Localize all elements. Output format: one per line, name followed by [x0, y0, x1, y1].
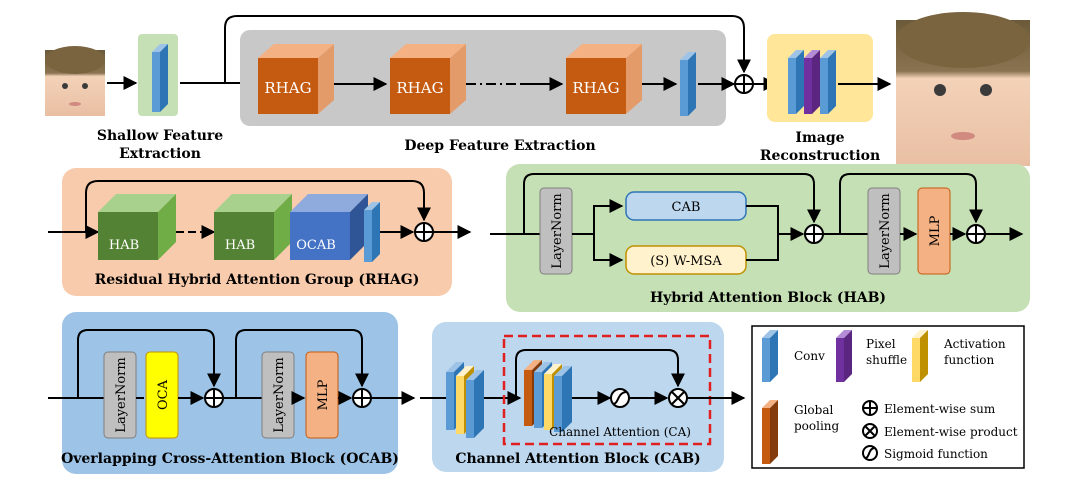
legend-sigmoid-icon: [862, 445, 878, 461]
hab-block-1: HAB: [98, 194, 176, 260]
element-wise-sum-icon: [204, 388, 224, 408]
legend-product-icon: [862, 423, 878, 439]
hab-block-2: HAB: [214, 194, 292, 260]
element-wise-sum-icon: [966, 224, 986, 244]
pixel-shuffle-layer: [804, 50, 820, 114]
conv-layer: [466, 370, 484, 438]
recon-label-1: Image: [795, 130, 844, 146]
rhag-block-2: RHAG: [390, 44, 466, 114]
element-wise-product-icon: [668, 388, 688, 408]
legend-activation-label-2: function: [944, 353, 995, 367]
rhag-label: RHAG: [264, 79, 311, 97]
skip-connection: [839, 173, 983, 234]
branch-arrow: [593, 234, 624, 267]
legend-pixel-label-2: shuffle: [866, 353, 907, 367]
layernorm-label: LayerNorm: [272, 357, 287, 432]
skip-connection: [77, 329, 221, 398]
skip-connection: [85, 180, 431, 232]
sigmoid-icon: [610, 388, 630, 408]
input-image: [45, 46, 105, 116]
conv-layer: [788, 50, 804, 114]
rhag-title: Residual Hybrid Attention Group (RHAG): [95, 272, 420, 288]
cab-title: Channel Attention Block (CAB): [455, 451, 700, 467]
skip-connection: [523, 173, 821, 234]
element-wise-sum-icon: [804, 224, 824, 244]
mlp-block: [917, 187, 951, 275]
wmsa-label: (S) W-MSA: [650, 254, 722, 269]
mlp-block: [305, 351, 339, 439]
legend-activation-label-1: Activation: [943, 337, 1006, 351]
ca-label: Channel Attention (CA): [549, 425, 691, 439]
legend-product-label: Element-wise product: [884, 425, 1018, 439]
legend-pixel-shuffle-icon: [836, 330, 852, 382]
mlp-label: MLP: [316, 379, 331, 410]
hab-title: Hybrid Attention Block (HAB): [650, 290, 886, 306]
rhag-label: RHAG: [572, 79, 619, 97]
deep-label: Deep Feature Extraction: [404, 138, 595, 154]
skip-connection: [235, 329, 369, 398]
branch-arrow: [593, 199, 624, 234]
conv-layer: [554, 366, 572, 432]
legend-sigmoid-label: Sigmoid function: [884, 447, 988, 461]
channel-attention-box: [502, 334, 712, 446]
legend-sum-label: Element-wise sum: [884, 402, 996, 416]
legend-global-pooling-icon: [762, 400, 778, 464]
ocab-label: OCAB: [296, 238, 336, 253]
conv-layer: [152, 44, 168, 112]
skip-connection: [515, 349, 685, 398]
oca-block: [145, 351, 179, 439]
rhag-block-3: RHAG: [566, 44, 642, 114]
rhag-block-1: RHAG: [258, 44, 334, 114]
conv-layer: [680, 52, 696, 116]
ocab-title: Overlapping Cross-Attention Block (OCAB): [61, 451, 399, 467]
shallow-label-2: Extraction: [119, 146, 201, 162]
cab-label: CAB: [672, 200, 701, 215]
merge-arrow: [746, 234, 779, 261]
conv-layer: [820, 50, 836, 114]
hab-label: HAB: [109, 238, 139, 253]
conv-layer: [364, 202, 380, 262]
rhag-label: RHAG: [396, 79, 443, 97]
merge-arrow: [746, 205, 805, 241]
legend-pixel-label-1: Pixel: [866, 337, 896, 351]
hab-label: HAB: [225, 238, 255, 253]
layernorm-block: [103, 351, 137, 439]
shallow-label-1: Shallow Feature: [97, 128, 223, 144]
legend-sum-icon: [862, 400, 878, 416]
layernorm-block: [867, 187, 901, 275]
legend-pooling-label-1: Global: [794, 403, 833, 417]
element-wise-sum-icon: [734, 74, 754, 94]
layernorm-block: [539, 187, 573, 275]
layernorm-label: LayerNorm: [114, 357, 129, 432]
mlp-label: MLP: [928, 215, 943, 246]
layernorm-label: LayerNorm: [878, 193, 893, 268]
ocab-block: OCAB: [290, 194, 368, 260]
skip-connection: [224, 15, 751, 83]
output-image: [896, 12, 1030, 166]
legend-conv-label: Conv: [794, 349, 825, 363]
layernorm-label: LayerNorm: [550, 193, 565, 268]
oca-label: OCA: [156, 379, 171, 410]
element-wise-sum-icon: [352, 388, 372, 408]
legend: [751, 325, 1025, 469]
legend-activation-icon: [912, 330, 928, 382]
legend-conv-icon: [762, 330, 778, 382]
recon-label-2: Reconstruction: [760, 148, 880, 164]
legend-pooling-label-2: pooling: [794, 419, 840, 433]
element-wise-sum-icon: [414, 222, 434, 242]
